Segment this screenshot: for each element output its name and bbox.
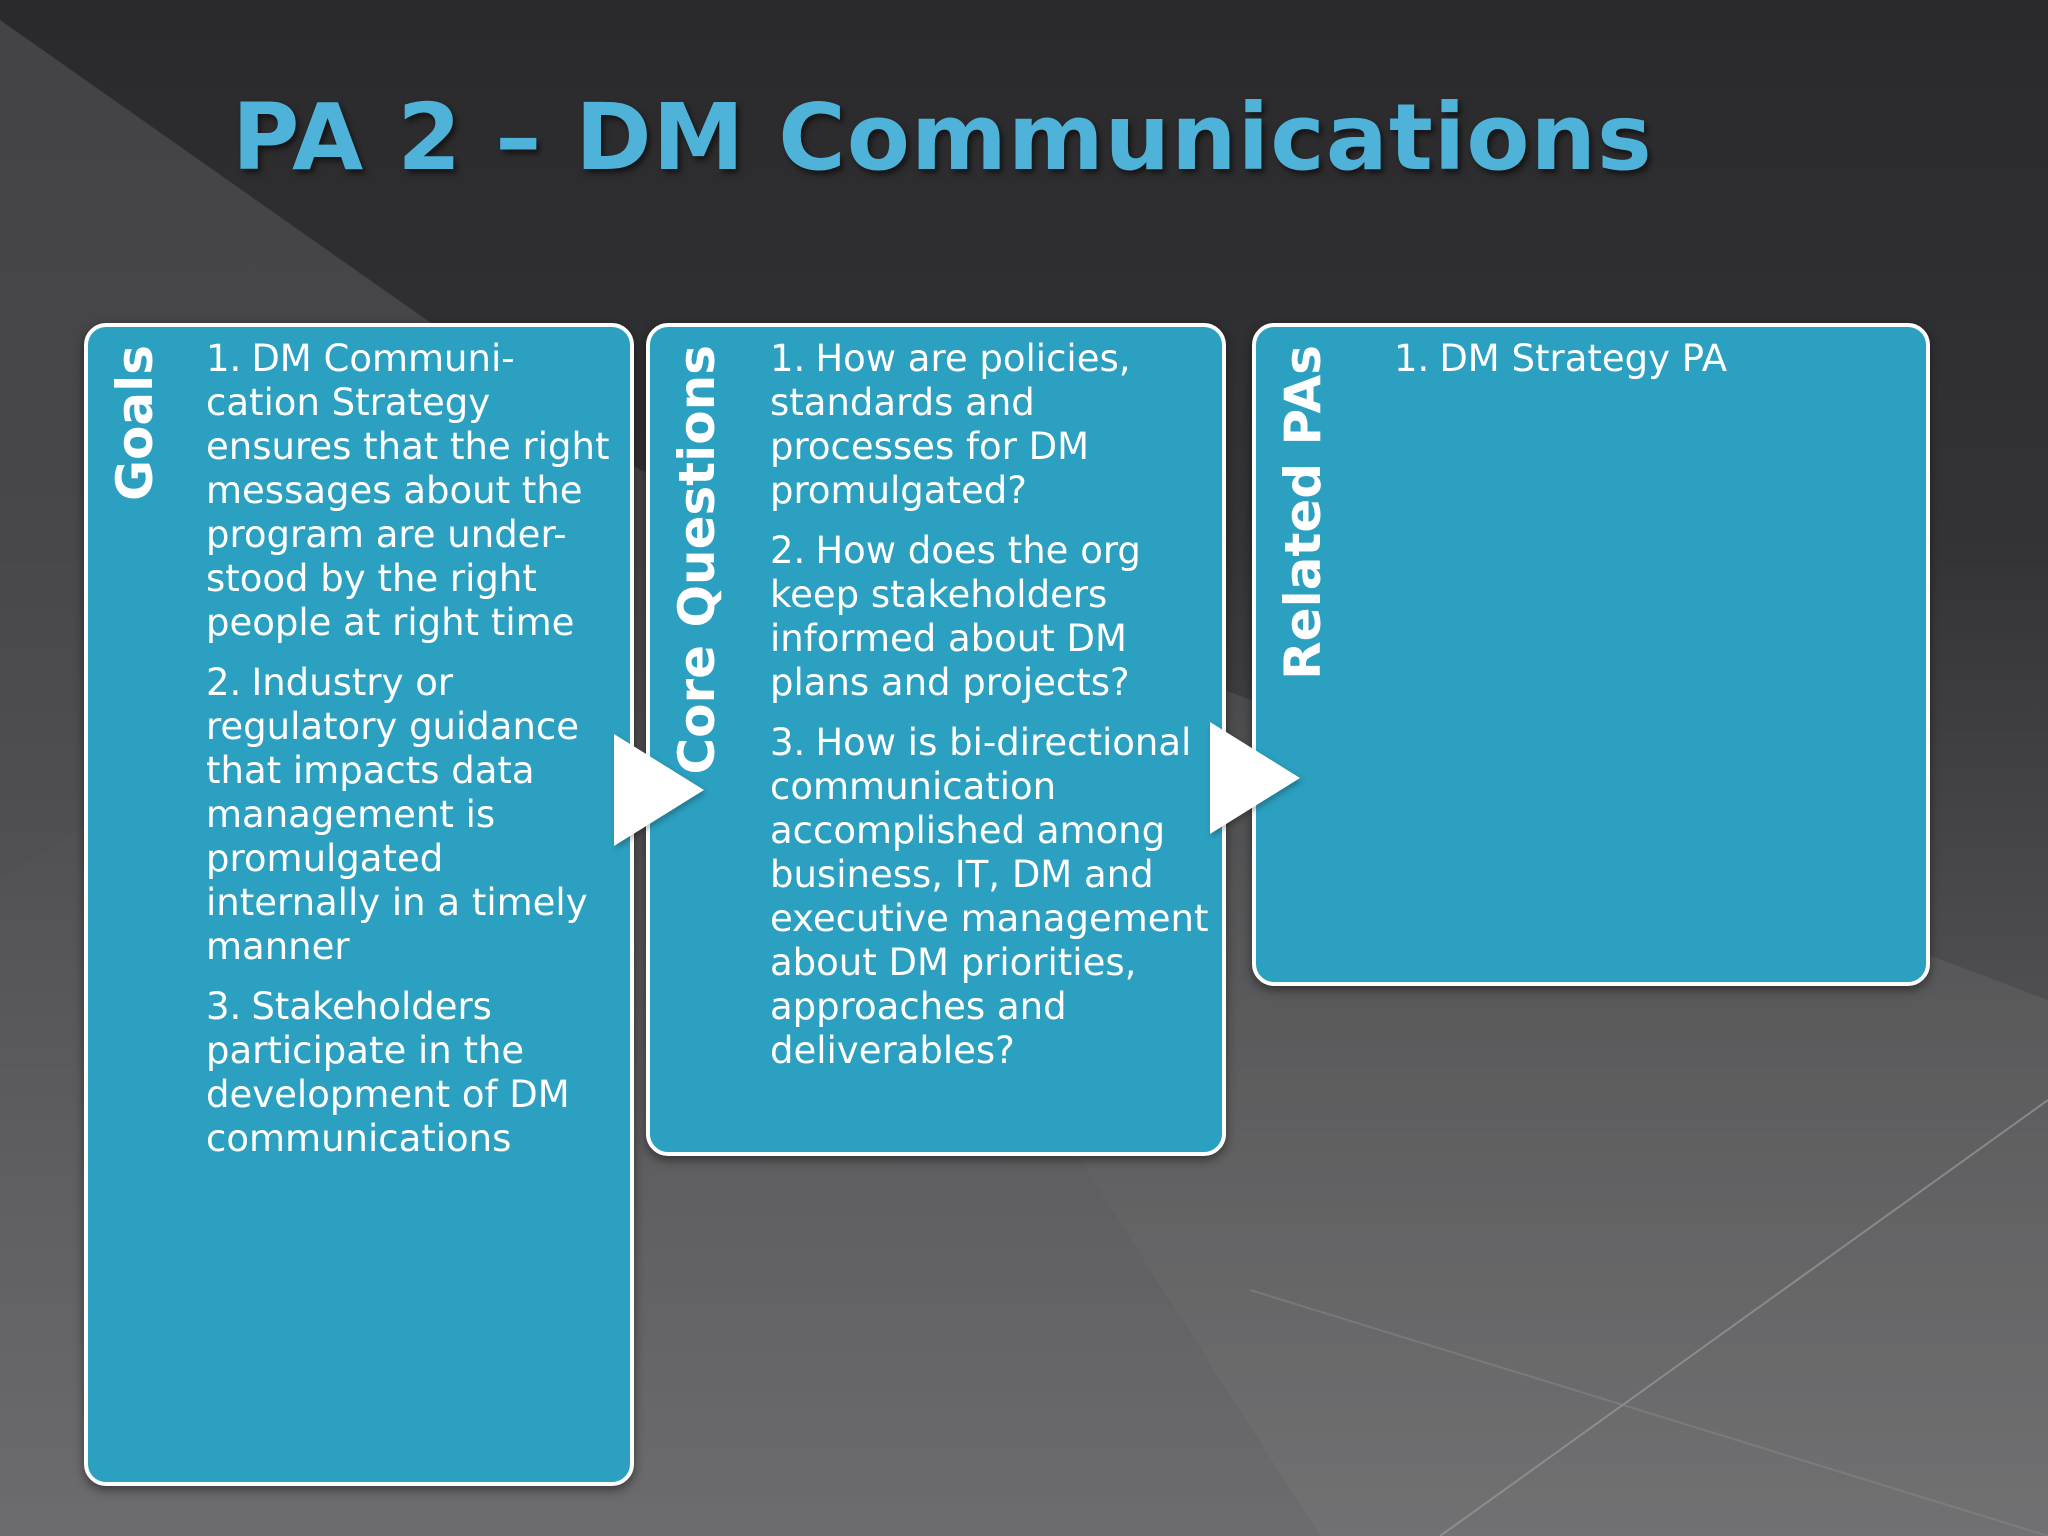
related-pas-item-text: DM Strategy PA bbox=[1439, 337, 1728, 380]
core-questions-panel: Core Questions 1.How are policies, stand… bbox=[646, 323, 1226, 1156]
core-questions-item-text: How does the org keep stakeholders infor… bbox=[770, 529, 1141, 704]
goals-item-text: Industry or regulatory guidance that imp… bbox=[206, 661, 588, 968]
goals-item: 3.Stakeholders participate in the develo… bbox=[206, 985, 626, 1161]
core-questions-item-number: 2. bbox=[770, 529, 806, 572]
related-pas-list: 1.DM Strategy PA bbox=[1394, 337, 1914, 397]
goals-list: 1.DM Communi-cation Strategy ensures tha… bbox=[206, 337, 626, 1177]
goals-panel: Goals 1.DM Communi-cation Strategy ensur… bbox=[84, 323, 634, 1486]
goals-item-text: DM Communi-cation Strategy ensures that … bbox=[206, 337, 610, 644]
related-pas-heading-wrap: Related PAs bbox=[1266, 327, 1346, 982]
goals-item-number: 3. bbox=[206, 985, 242, 1028]
goals-item: 2.Industry or regulatory guidance that i… bbox=[206, 661, 626, 969]
related-pas-item: 1.DM Strategy PA bbox=[1394, 337, 1914, 381]
goals-item-number: 2. bbox=[206, 661, 242, 704]
slide-title: PA 2 – DM Communications bbox=[232, 84, 1653, 191]
core-questions-list: 1.How are policies, standards and proces… bbox=[770, 337, 1216, 1089]
goals-item-number: 1. bbox=[206, 337, 242, 380]
core-questions-item: 2.How does the org keep stakeholders inf… bbox=[770, 529, 1216, 705]
core-questions-item-text: How is bi-directional communication acco… bbox=[770, 721, 1209, 1072]
arrow-right-icon bbox=[614, 734, 704, 846]
arrow-right-icon bbox=[1210, 722, 1300, 834]
related-pas-heading: Related PAs bbox=[1274, 345, 1332, 680]
core-questions-item: 3.How is bi-directional communication ac… bbox=[770, 721, 1216, 1073]
core-questions-item-text: How are policies, standards and processe… bbox=[770, 337, 1131, 512]
core-questions-item: 1.How are policies, standards and proces… bbox=[770, 337, 1216, 513]
related-pas-item-number: 1. bbox=[1394, 337, 1430, 380]
related-pas-panel: Related PAs 1.DM Strategy PA bbox=[1252, 323, 1930, 986]
goals-item-text: Stakeholders participate in the developm… bbox=[206, 985, 570, 1160]
core-questions-item-number: 3. bbox=[770, 721, 806, 764]
goals-item: 1.DM Communi-cation Strategy ensures tha… bbox=[206, 337, 626, 645]
core-questions-item-number: 1. bbox=[770, 337, 806, 380]
core-questions-heading: Core Questions bbox=[668, 345, 726, 775]
goals-heading: Goals bbox=[106, 345, 164, 502]
goals-heading-wrap: Goals bbox=[98, 327, 178, 1482]
